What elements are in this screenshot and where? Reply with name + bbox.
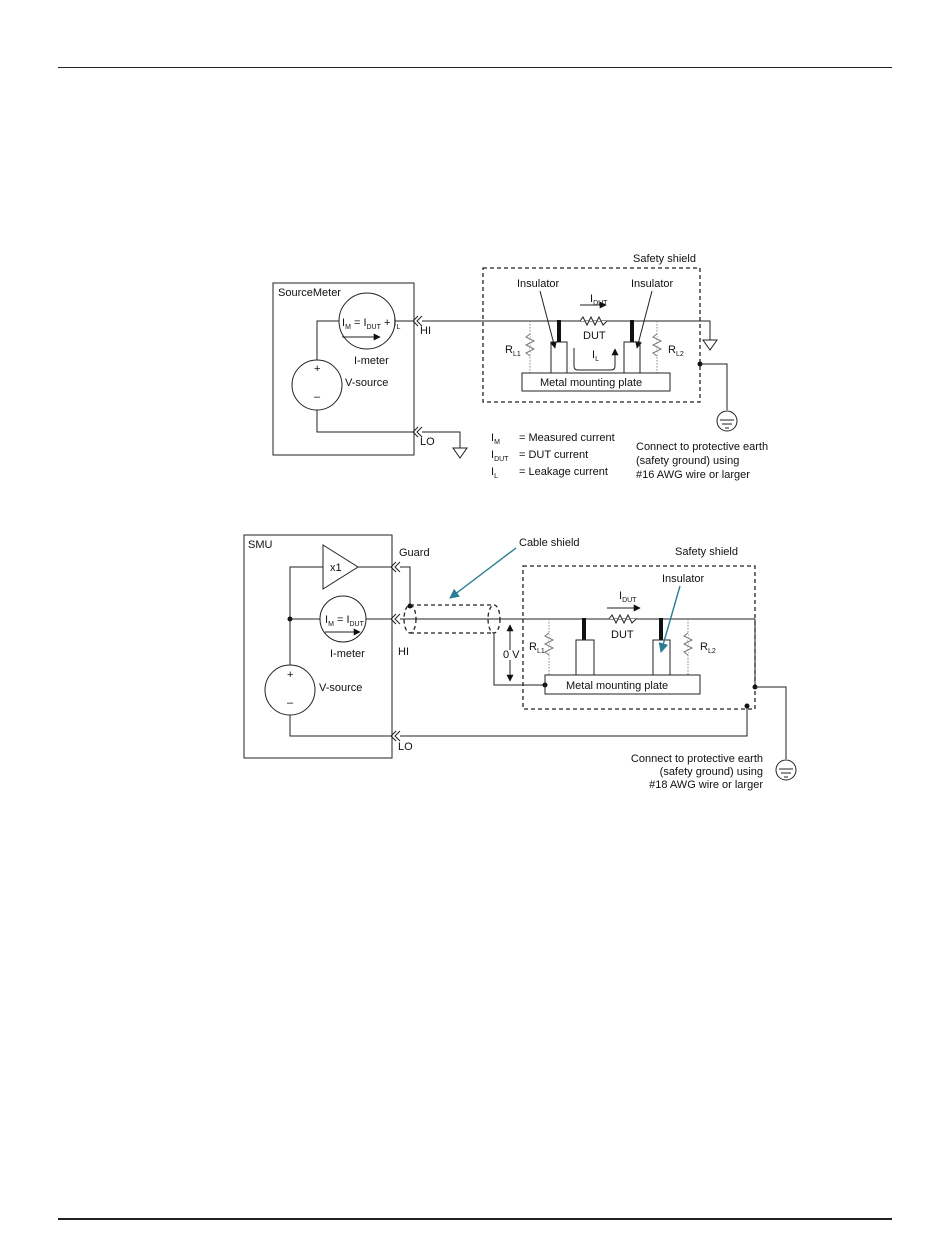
wire-earth <box>755 686 787 759</box>
dut-resistor <box>579 315 608 327</box>
imeter-equation: IM = IDUT + IL <box>342 317 400 331</box>
lo-label: LO <box>420 436 435 448</box>
earth-note-line2: (safety ground) using <box>660 766 763 778</box>
chassis-ground-icon <box>452 447 468 459</box>
chassis-ground-icon <box>702 339 718 351</box>
earth-note-line2: (safety ground) using <box>636 455 739 467</box>
rl1-resistor <box>524 333 536 357</box>
insulator-right-label: Insulator <box>631 278 674 290</box>
wire-buffer-input <box>289 566 323 619</box>
mounting-plate <box>544 674 701 695</box>
hi-connector <box>390 613 401 625</box>
legend: IM= Measured current IDUT= DUT current I… <box>491 432 615 480</box>
lo-connector <box>390 730 401 742</box>
guard-label: Guard <box>399 547 430 559</box>
smu-box <box>243 534 393 759</box>
wire-lo-shield <box>400 706 748 737</box>
legend-il: IL= Leakage current <box>491 466 608 480</box>
earth-note-line1: Connect to protective earth <box>631 753 763 765</box>
sourcemeter-box <box>272 282 415 456</box>
insulator-left-block <box>550 341 568 374</box>
rl1-resistor <box>543 632 555 656</box>
rl1-label: RL1 <box>505 344 521 358</box>
leakage-path-arrow <box>573 348 619 371</box>
vsource-plus: + <box>287 669 293 681</box>
vsource-plus: + <box>314 363 320 375</box>
guard-connector <box>390 561 401 573</box>
wire-guard-plate <box>493 633 545 686</box>
rl2-label: RL2 <box>668 344 684 358</box>
rl2-label: RL2 <box>700 641 716 655</box>
hi-label: HI <box>420 325 431 337</box>
rl2-resistor <box>682 632 694 656</box>
idut-label: IDUT <box>590 293 608 307</box>
imeter-equation: IM = IDUT <box>325 614 365 628</box>
insulator-right-block <box>652 639 671 676</box>
hi-label: HI <box>398 646 409 658</box>
protective-earth-icon <box>775 759 797 781</box>
zero-v-label: 0 V <box>503 649 520 661</box>
insulator-left-label: Insulator <box>517 278 560 290</box>
insulator-label: Insulator <box>662 573 705 585</box>
protective-earth-icon-lines <box>779 768 793 778</box>
cable-shield-label: Cable shield <box>519 537 580 549</box>
cable-shield-pointer <box>449 547 517 599</box>
hi-connector <box>412 315 423 327</box>
dut-label: DUT <box>611 629 634 641</box>
safety-shield-label: Safety shield <box>675 546 738 558</box>
vsource-label: V-source <box>345 377 388 389</box>
imeter-label: I-meter <box>330 648 365 660</box>
sourcemeter-label: SourceMeter <box>278 287 341 299</box>
rl1-label: RL1 <box>529 641 545 655</box>
dut-label: DUT <box>583 330 606 342</box>
wire-lo-ground <box>422 431 461 448</box>
figure-smu: SMU x1 IM = IDUT I-meter + – V-source Gu… <box>243 534 797 791</box>
legend-idut: IDUT= DUT current <box>491 449 588 463</box>
header-rule <box>58 67 892 68</box>
lo-label: LO <box>398 741 413 753</box>
safety-shield-box <box>522 565 756 710</box>
wire-vsource-imeter <box>316 320 339 360</box>
plate-label: Metal mounting plate <box>566 680 668 692</box>
wire-earth <box>700 363 728 410</box>
dut-resistor <box>608 613 637 625</box>
vsource-minus: – <box>287 697 294 709</box>
insulator-left-block <box>575 639 595 676</box>
protective-earth-icon-lines <box>720 419 734 429</box>
lo-junction <box>744 703 750 709</box>
protective-earth-icon <box>716 410 738 432</box>
wire-guard-shield <box>400 566 411 606</box>
vsource-label: V-source <box>319 682 362 694</box>
wire-vsource-lo <box>316 410 414 433</box>
safety-shield-box <box>482 267 701 403</box>
wire-vsource-lo <box>289 715 392 737</box>
rl2-resistor <box>651 333 663 357</box>
earth-note-line3: #16 AWG wire or larger <box>636 469 750 481</box>
x1-label: x1 <box>330 562 342 574</box>
wire-shield-ground <box>700 320 711 340</box>
vsource-minus: – <box>314 391 321 403</box>
smu-label: SMU <box>248 539 273 551</box>
insulator-pointer <box>658 585 681 653</box>
plate-label: Metal mounting plate <box>540 377 642 389</box>
imeter-label: I-meter <box>354 355 389 367</box>
figure-sourcemeter: SourceMeter IM = IDUT + IL I-meter + – V… <box>272 253 768 481</box>
il-label: IL <box>592 349 599 363</box>
legend-im: IM= Measured current <box>491 432 615 446</box>
insulator-right-pointer <box>635 290 653 349</box>
footer-rule <box>58 1218 892 1220</box>
safety-shield-label: Safety shield <box>633 253 696 265</box>
earth-note-line3: #18 AWG wire or larger <box>649 779 763 791</box>
lo-connector <box>412 426 423 438</box>
earth-note-line1: Connect to protective earth <box>636 441 768 453</box>
insulator-left-pointer <box>539 290 557 349</box>
mounting-plate <box>521 372 671 392</box>
idut-label: IDUT <box>619 590 637 604</box>
